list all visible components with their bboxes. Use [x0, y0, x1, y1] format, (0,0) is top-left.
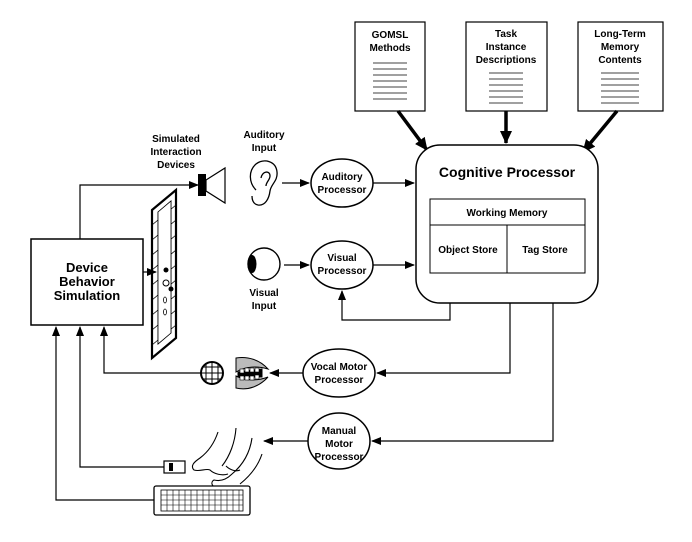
ltm-label-line1: Long-Term: [594, 29, 646, 40]
ear-icon: [249, 160, 278, 206]
ltm-text-lines: [601, 72, 639, 104]
device-label-line1: Device: [66, 260, 108, 275]
device-label-line2: Behavior: [59, 274, 115, 289]
keyboard-to-device-arrow: [52, 326, 154, 501]
manual-motor-line2: Motor: [325, 439, 353, 450]
keyboard-icon: [153, 485, 251, 516]
visual-input-line1: Visual: [249, 288, 278, 299]
gomsl-text-lines: [373, 62, 407, 100]
ltm-label-line2: Memory: [601, 42, 640, 53]
interaction-devices-line1: Simulated: [152, 134, 200, 145]
interaction-devices-line2: Interaction: [150, 147, 201, 158]
object-store-label: Object Store: [438, 245, 498, 256]
task-label-line1: Task: [495, 29, 517, 40]
hands-icon: [191, 427, 263, 489]
cognitive-to-manual-arrow: [371, 303, 554, 445]
gomsl-label-line2: Methods: [369, 43, 411, 54]
microphone-to-device-arrow: [100, 326, 201, 374]
auditory-processor-line2: Processor: [318, 185, 367, 196]
display-icon: [150, 187, 178, 361]
manual-motor-line3: Processor: [315, 452, 364, 463]
mouth-icon: [235, 357, 270, 390]
manual-motor-processor: Manual Motor Processor: [307, 412, 371, 470]
device-behavior-simulation: Device Behavior Simulation: [30, 238, 144, 326]
manual-motor-line1: Manual: [322, 426, 357, 437]
working-memory-label: Working Memory: [467, 208, 548, 219]
device-label-line3: Simulation: [54, 288, 121, 303]
connector-lines: [52, 179, 554, 501]
auditory-processor: Auditory Processor: [310, 158, 374, 208]
task-label-line2: Instance: [486, 42, 527, 53]
cognitive-processor-title: Cognitive Processor: [439, 164, 576, 180]
device-to-speaker-arrow: [79, 181, 199, 239]
vocal-motor-processor: Vocal Motor Processor: [302, 348, 376, 398]
cognitive-to-visual-feedback-arrow: [338, 290, 451, 321]
visual-processor-line2: Processor: [318, 266, 367, 277]
ltm-arrow: [581, 109, 619, 154]
task-text-lines: [489, 72, 523, 104]
microphone-icon: [200, 361, 224, 385]
ltm-label-line3: Contents: [598, 55, 642, 66]
speaker-icon: [198, 166, 226, 205]
auditory-processor-line1: Auditory: [321, 172, 363, 183]
visual-processor-line1: Visual: [327, 253, 356, 264]
vocal-motor-line2: Processor: [315, 375, 364, 386]
document-input-arrows: [396, 109, 619, 154]
auditory-input-line2: Input: [252, 143, 277, 154]
cognitive-to-vocal-arrow: [376, 303, 511, 377]
cognitive-processor: Cognitive Processor Working Memory Objec…: [415, 144, 599, 304]
visual-processor: Visual Processor: [310, 240, 374, 290]
gomsl-label-line1: GOMSL: [372, 30, 409, 41]
task-instance-document: Task Instance Descriptions: [465, 21, 548, 112]
interaction-devices-line3: Devices: [157, 160, 195, 171]
auditory-input-line1: Auditory: [243, 130, 285, 141]
eye-icon: [247, 247, 281, 281]
gomsl-arrow: [396, 109, 429, 152]
long-term-memory-document: Long-Term Memory Contents: [577, 21, 664, 112]
task-label-line3: Descriptions: [476, 55, 537, 66]
mouse-icon: [163, 460, 186, 474]
visual-input-line2: Input: [252, 301, 277, 312]
tag-store-label: Tag Store: [522, 245, 568, 256]
gomsl-methods-document: GOMSL Methods: [354, 21, 426, 112]
vocal-motor-line1: Vocal Motor: [311, 362, 368, 373]
mouse-to-device-arrow: [76, 326, 164, 468]
